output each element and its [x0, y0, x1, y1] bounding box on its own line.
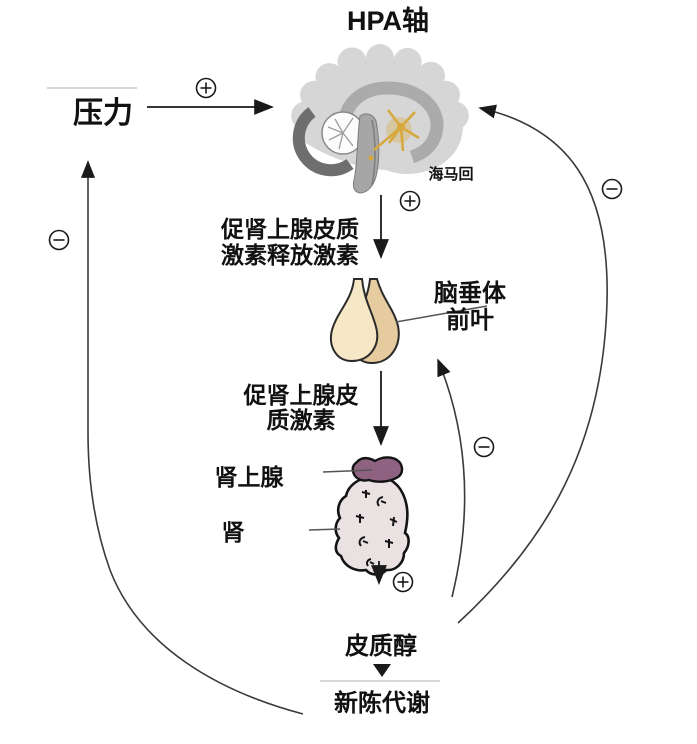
- minus-sign: [601, 178, 623, 200]
- plus-sign: [399, 190, 421, 212]
- page-title: HPA轴: [347, 6, 429, 36]
- node-cortisol: 皮质醇: [345, 632, 417, 660]
- feedback-cortisol-to-brain: [457, 104, 608, 624]
- limbic-band: [337, 81, 444, 164]
- feedback-metabolism-to-stress: [80, 160, 304, 715]
- brainstem-shape: [352, 113, 380, 194]
- brain-illustration: [291, 44, 469, 194]
- edge-label-crh-line1: 促肾上腺皮质: [220, 216, 359, 242]
- node-pituitary-line2: 前叶: [446, 306, 494, 334]
- edge-label-crh-line2: 激素释放激素: [221, 242, 359, 268]
- occipital-dark-band: [292, 107, 354, 177]
- node-metabolism: 新陈代谢: [334, 689, 430, 717]
- kidney-texture-marks: [355, 490, 398, 567]
- feedback-cortisol-to-pituitary: [437, 358, 466, 598]
- hypothalamus-highlight: [368, 109, 420, 161]
- minus-sign: [48, 229, 70, 251]
- pituitary-illustration: [330, 278, 400, 365]
- adrenal-gland-shape: [351, 456, 404, 483]
- minus-sign: [473, 436, 495, 458]
- node-adrenal: 肾上腺: [215, 464, 285, 490]
- node-pituitary-line1: 脑垂体: [433, 279, 507, 307]
- cerebellum-branches: [327, 117, 354, 150]
- edge-label-acth-line1: 促肾上腺皮: [243, 382, 359, 408]
- node-stress: 压力: [73, 97, 133, 130]
- edge-label-acth-line2: 质激素: [267, 407, 336, 433]
- brainstem-edge: [371, 119, 376, 186]
- plus-sign: [195, 77, 217, 99]
- arrow-cortisol-to-metabolism: [373, 664, 391, 677]
- kidney-shape: [334, 475, 410, 576]
- kidney-illustration: [334, 456, 410, 576]
- cerebrum-shape: [291, 44, 469, 174]
- node-hippocampus: 海马回: [428, 165, 473, 183]
- node-kidney: 肾: [222, 519, 245, 545]
- pointer-line-pituitary: [395, 305, 488, 323]
- plus-sign: [392, 571, 414, 593]
- pointer-line-kidney: [308, 528, 341, 531]
- pointer-line-adrenal: [322, 469, 373, 473]
- pituitary-anterior-lobe: [330, 278, 379, 363]
